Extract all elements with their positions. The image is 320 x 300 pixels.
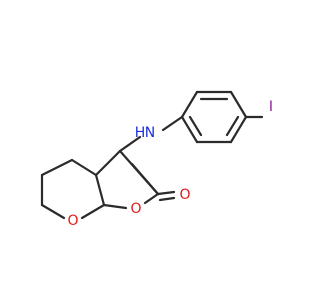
carbonyl-bond xyxy=(158,196,176,202)
bond xyxy=(94,173,106,207)
lactone-ring xyxy=(94,149,160,210)
carbonyl-oxygen-label: O xyxy=(179,187,190,203)
pyran-ring xyxy=(40,158,106,220)
bond xyxy=(80,203,106,220)
molecule-canvas: I N H O O O xyxy=(40,90,273,229)
ester-oxygen-label: O xyxy=(130,201,141,217)
bond xyxy=(161,115,184,132)
bond xyxy=(229,115,248,144)
hydrogen-label: H xyxy=(135,125,146,141)
nitrogen-label: N xyxy=(145,125,155,141)
bond xyxy=(180,115,199,144)
bond xyxy=(130,162,160,196)
bond xyxy=(229,90,248,119)
carbonyl-bond xyxy=(156,190,176,196)
molecule-structure: I N H O O O xyxy=(40,90,273,229)
bond xyxy=(102,203,128,210)
iodine-label: I xyxy=(269,99,273,115)
bond xyxy=(70,158,98,177)
bond xyxy=(40,158,74,177)
double-bond-inner xyxy=(225,115,240,137)
bond xyxy=(180,90,199,119)
benzene-ring xyxy=(180,90,248,144)
ring-oxygen-label: O xyxy=(67,213,78,229)
double-bond-inner xyxy=(188,115,203,137)
bond xyxy=(94,149,122,177)
bond xyxy=(143,192,160,205)
bond xyxy=(40,203,66,220)
bond xyxy=(118,135,142,153)
